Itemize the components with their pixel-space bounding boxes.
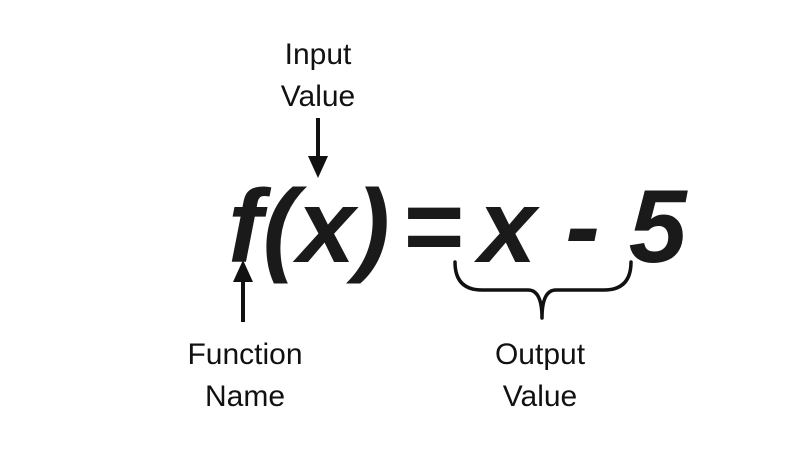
output-value-label: Output Value bbox=[450, 334, 630, 418]
input-value-label-line2: Value bbox=[280, 80, 356, 113]
output-expression: x - 5 bbox=[478, 169, 687, 285]
function-notation: f(x) bbox=[228, 169, 390, 285]
equals-sign: = bbox=[403, 169, 465, 285]
output-value-label-line2: Value bbox=[502, 380, 578, 413]
function-name-label-line2: Name bbox=[204, 380, 286, 413]
output-value-label-line1: Output bbox=[494, 338, 586, 371]
input-value-label-line1: Input bbox=[284, 38, 352, 71]
function-name-label-line1: Function bbox=[187, 338, 303, 371]
input-value-label: Input Value bbox=[240, 34, 396, 118]
equation: f(x)=x - 5 bbox=[228, 172, 687, 282]
function-name-label: Function Name bbox=[150, 334, 340, 418]
